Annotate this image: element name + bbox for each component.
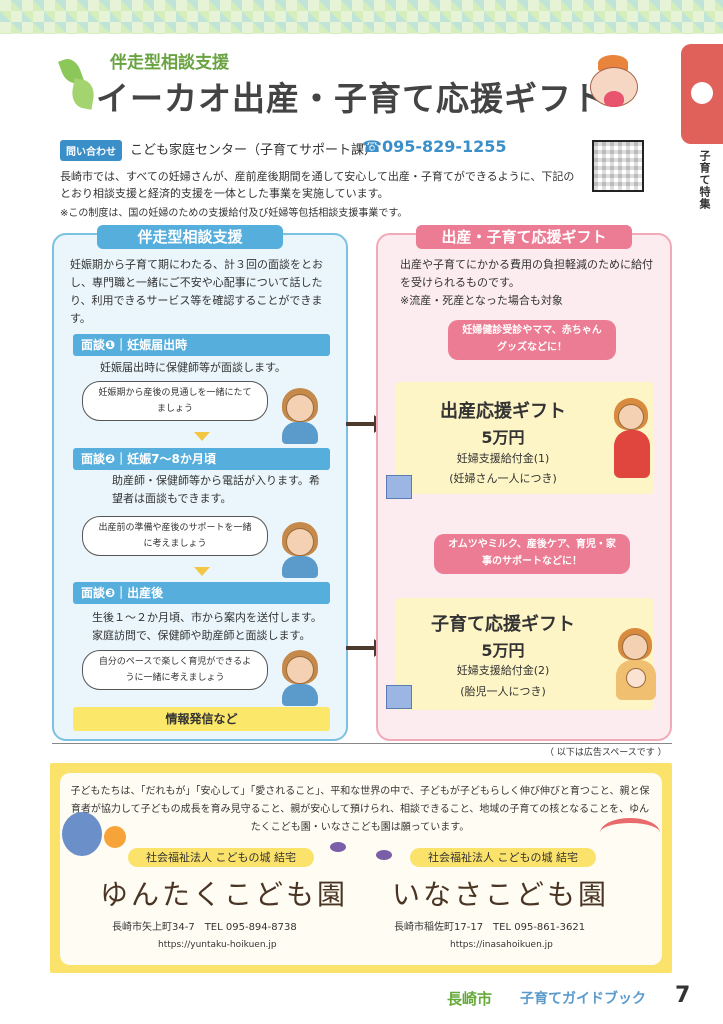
nurse-illustration xyxy=(278,650,322,708)
gift-1-pill: 妊婦健診受診やママ、赤ちゃんグッズなどに！ xyxy=(448,320,616,360)
gift-1-sub1: 妊婦支援給付金(1) xyxy=(456,452,550,465)
nurse-illustration xyxy=(278,388,322,446)
intro-note: ※この制度は、国の妊婦のための支援給付及び妊婦等包括相談支援事業です。 xyxy=(60,208,408,219)
footer-guide: 子育てガイドブック xyxy=(520,991,646,1007)
contact-org: こども家庭センター（子育てサポート課） xyxy=(130,143,378,158)
gift-1-amount: 5万円 xyxy=(481,428,525,447)
gift-note: ※流産・死産となった場合も対象 xyxy=(400,294,563,307)
gift-box-icon xyxy=(386,475,412,499)
interview-3-bar: 面談❸｜出産後 xyxy=(73,582,330,604)
school-2-name: いなさこども園 xyxy=(392,878,610,911)
interview-1-bubble: 妊娠期から産後の見通しを一緒にたてましょう xyxy=(82,381,268,421)
gift-2-card xyxy=(396,598,654,710)
interview-3-detail: 生後１～２か月頃、市から案内を送付します。家庭訪問で、保健師や助産師と面談します… xyxy=(92,611,322,642)
counseling-description: 妊娠期から子育て期にわたる、計３回の面談をとおし、専門職と一緒にご不安や心配事に… xyxy=(70,258,323,325)
interview-1-detail: 妊娠届出時に保健師等が面談します。 xyxy=(100,361,286,374)
gift-header: 出産・子育て応援ギフト xyxy=(416,225,632,249)
ad-text: 子どもたちは、「だれもが」「安心して」「愛されること」、平和な世界の中で、子ども… xyxy=(70,786,650,833)
gift-2-title: 子育て応援ギフト xyxy=(431,614,575,635)
gift-2-pill: オムツやミルク、産後ケア、育児・家事のサポートなどに！ xyxy=(434,534,630,574)
gift-2-sub2: (胎児一人につき) xyxy=(460,685,546,698)
school-2-url[interactable]: https://inasahoikuen.jp xyxy=(450,940,553,950)
checker-band xyxy=(0,0,723,34)
mother-baby-illustration xyxy=(612,628,660,702)
interview-2-bubble: 出産前の準備や産後のサポートを一緒に考えましょう xyxy=(82,516,268,556)
rainbow-icon xyxy=(600,818,660,848)
baby-face-icon xyxy=(691,82,713,104)
gift-1-card xyxy=(396,382,654,494)
school-1-org: 社会福祉法人 こどもの城 結宅 xyxy=(128,848,314,867)
arrow-line xyxy=(346,646,376,650)
gift-1-title: 出産応援ギフト xyxy=(440,401,566,422)
sun-icon xyxy=(104,826,126,848)
pregnant-woman-illustration xyxy=(610,398,654,482)
gift-box-icon xyxy=(386,685,412,709)
interview-2-detail: 助産師・保健師等から電話が入ります。希望者は面談もできます。 xyxy=(112,474,320,505)
contact-phone[interactable]: ☎095-829-1255 xyxy=(362,137,507,156)
ad-divider xyxy=(52,743,672,744)
gift-2-amount: 5万円 xyxy=(481,641,525,660)
school-2-address: 長崎市稲佐町17-17 TEL 095-861-3621 xyxy=(394,922,586,933)
bird-icon xyxy=(330,842,346,852)
info-bar: 情報発信など xyxy=(73,707,330,731)
phone-icon: ☎ xyxy=(362,137,382,156)
interview-3-bubble: 自分のペースで楽しく育児ができるように一緒に考えましょう xyxy=(82,650,268,690)
side-tab-label: 子育て特集 xyxy=(698,150,711,210)
nurse-illustration xyxy=(278,522,322,580)
interview-2-bar: 面談❷｜妊娠7～8か月頃 xyxy=(73,448,330,470)
ad-panel xyxy=(60,773,662,965)
arrow-line xyxy=(346,422,376,426)
qr-code-icon[interactable] xyxy=(592,140,644,192)
mascot-illustration xyxy=(584,55,644,115)
down-arrow-icon xyxy=(194,567,210,576)
ad-notice: （ 以下は広告スペースです ） xyxy=(545,745,667,758)
school-2-org: 社会福祉法人 こどもの城 結宅 xyxy=(410,848,596,867)
counseling-header: 伴走型相談支援 xyxy=(97,225,283,249)
down-arrow-icon xyxy=(194,432,210,441)
intro-text: 長崎市では、すべての妊婦さんが、産前産後期間を通して安心して出産・子育てができる… xyxy=(60,170,575,200)
page-subtitle: 伴走型相談支援 xyxy=(110,53,229,73)
page-title: イーカオ出産・子育て応援ギフト xyxy=(96,79,606,118)
page-number: 7 xyxy=(675,983,691,1008)
side-tab[interactable] xyxy=(681,44,723,144)
contact-phone-number: 095-829-1255 xyxy=(381,137,507,156)
gift-1-sub2: (妊婦さん一人につき) xyxy=(449,472,557,485)
leaf-icon xyxy=(69,78,97,110)
school-1-address: 長崎市矢上町34-7 TEL 095-894-8738 xyxy=(112,922,297,933)
footer-brand: 長崎市 xyxy=(447,990,493,1008)
school-1-name: ゆんたくこども園 xyxy=(100,878,349,911)
interview-1-bar: 面談❶｜妊娠届出時 xyxy=(73,334,330,356)
contact-tag: 問い合わせ xyxy=(60,140,122,161)
bird-icon xyxy=(376,850,392,860)
gift-2-sub1: 妊婦支援給付金(2) xyxy=(456,664,550,677)
gift-description: 出産や子育てにかかる費用の負担軽減のために給付を受けられるものです。 xyxy=(400,258,653,289)
school-1-url[interactable]: https://yuntaku-hoikuen.jp xyxy=(158,940,277,950)
globe-illustration xyxy=(62,812,102,856)
